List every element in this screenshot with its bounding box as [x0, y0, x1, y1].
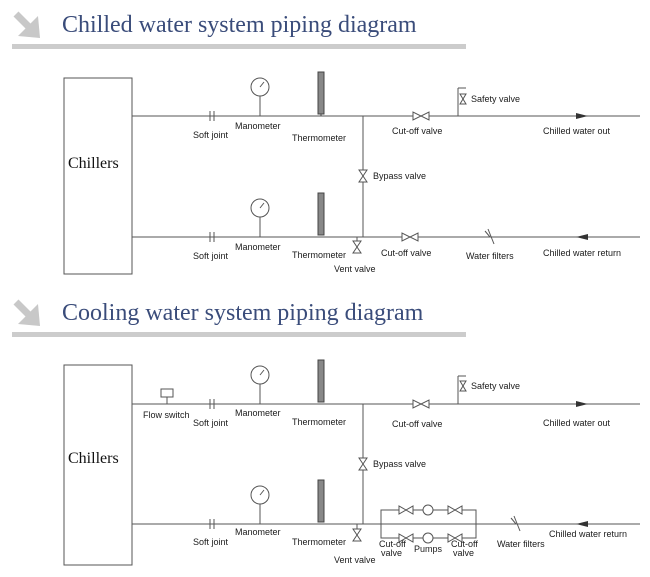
water-filters-label: Water filters [497, 539, 545, 549]
water-out-label: Chilled water out [543, 126, 611, 136]
flow-switch-icon [160, 388, 174, 404]
safety-valve-icon [457, 87, 467, 116]
chilled-title: Chilled water system piping diagram [62, 12, 417, 38]
valve-icon [358, 169, 368, 183]
cooling-chillers-box [63, 364, 133, 566]
water-out-label: Chilled water out [543, 418, 611, 428]
thermometer-icon [317, 71, 325, 116]
soft-joint-icon [209, 519, 215, 529]
cooling-title-rule [12, 332, 466, 337]
manometer-label: Manometer [235, 242, 281, 252]
bypass-valve-label: Bypass valve [373, 171, 426, 181]
manometer-label: Manometer [235, 408, 281, 418]
thermometer-icon [317, 192, 325, 236]
manometer-icon [250, 365, 270, 404]
manometer-icon [250, 198, 270, 237]
pumps-label: Pumps [414, 544, 443, 554]
flow-out-arrow-icon [576, 113, 588, 119]
safety-valve-label: Safety valve [471, 381, 520, 391]
soft-joint-icon [209, 399, 215, 409]
thermometer-label: Thermometer [292, 250, 346, 260]
vent-valve-label: Vent valve [334, 555, 376, 565]
thermometer-label: Thermometer [292, 133, 346, 143]
cutoff-right-label: Cut-off [451, 539, 478, 549]
soft-joint-label: Soft joint [193, 130, 229, 140]
cutoff-right-label-2: valve [453, 548, 474, 558]
thermometer-icon [317, 479, 325, 523]
valve-icon [398, 533, 414, 543]
water-filter-icon [510, 515, 521, 532]
valve-icon [447, 505, 463, 515]
manometer-icon [250, 77, 270, 116]
manometer-label: Manometer [235, 121, 281, 131]
soft-joint-icon [209, 232, 215, 242]
safety-valve-label: Safety valve [471, 94, 520, 104]
soft-joint-label: Soft joint [193, 251, 229, 261]
chillers-label: Chillers [68, 155, 119, 172]
valve-icon [412, 399, 430, 409]
water-filter-icon [484, 228, 495, 245]
water-filters-label: Water filters [466, 251, 514, 261]
cutoff-valve-label: Cut-off valve [392, 126, 442, 136]
valve-icon [447, 533, 463, 543]
cutoff-valve-label: Cut-off valve [392, 419, 442, 429]
chilled-chillers-box [63, 77, 133, 275]
flow-switch-label: Flow switch [143, 410, 190, 420]
flow-return-arrow-icon [576, 234, 588, 240]
arrow-icon [13, 299, 40, 326]
thermometer-icon [317, 359, 325, 403]
water-return-label: Chilled water return [543, 248, 621, 258]
chillers-label: Chillers [68, 450, 119, 467]
chilled-heading: Chilled water system piping diagram [0, 8, 470, 49]
valve-icon [358, 457, 368, 471]
valve-icon [412, 111, 430, 121]
soft-joint-icon [209, 111, 215, 121]
flow-out-arrow-icon [576, 401, 588, 407]
arrow-icon [13, 11, 40, 38]
safety-valve-icon [457, 375, 467, 404]
pump-icon [422, 532, 434, 544]
manometer-label: Manometer [235, 527, 281, 537]
valve-icon [401, 232, 419, 242]
manometer-icon [250, 485, 270, 524]
bypass-valve-label: Bypass valve [373, 459, 426, 469]
flow-return-arrow-icon [576, 521, 588, 527]
thermometer-label: Thermometer [292, 417, 346, 427]
vent-valve-label: Vent valve [334, 264, 376, 274]
pump-icon [422, 504, 434, 516]
cutoff-left-label: Cut-off [379, 539, 406, 549]
cooling-title: Cooling water system piping diagram [62, 300, 424, 326]
valve-icon [352, 237, 362, 254]
valve-icon [352, 524, 362, 542]
chilled-title-rule [12, 44, 466, 49]
soft-joint-label: Soft joint [193, 418, 229, 428]
thermometer-label: Thermometer [292, 537, 346, 547]
cutoff-valve-label: Cut-off valve [381, 248, 431, 258]
water-return-label: Chilled water return [549, 529, 627, 539]
cooling-heading: Cooling water system piping diagram [0, 296, 470, 337]
soft-joint-label: Soft joint [193, 537, 229, 547]
cutoff-left-label-2: valve [381, 548, 402, 558]
valve-icon [398, 505, 414, 515]
